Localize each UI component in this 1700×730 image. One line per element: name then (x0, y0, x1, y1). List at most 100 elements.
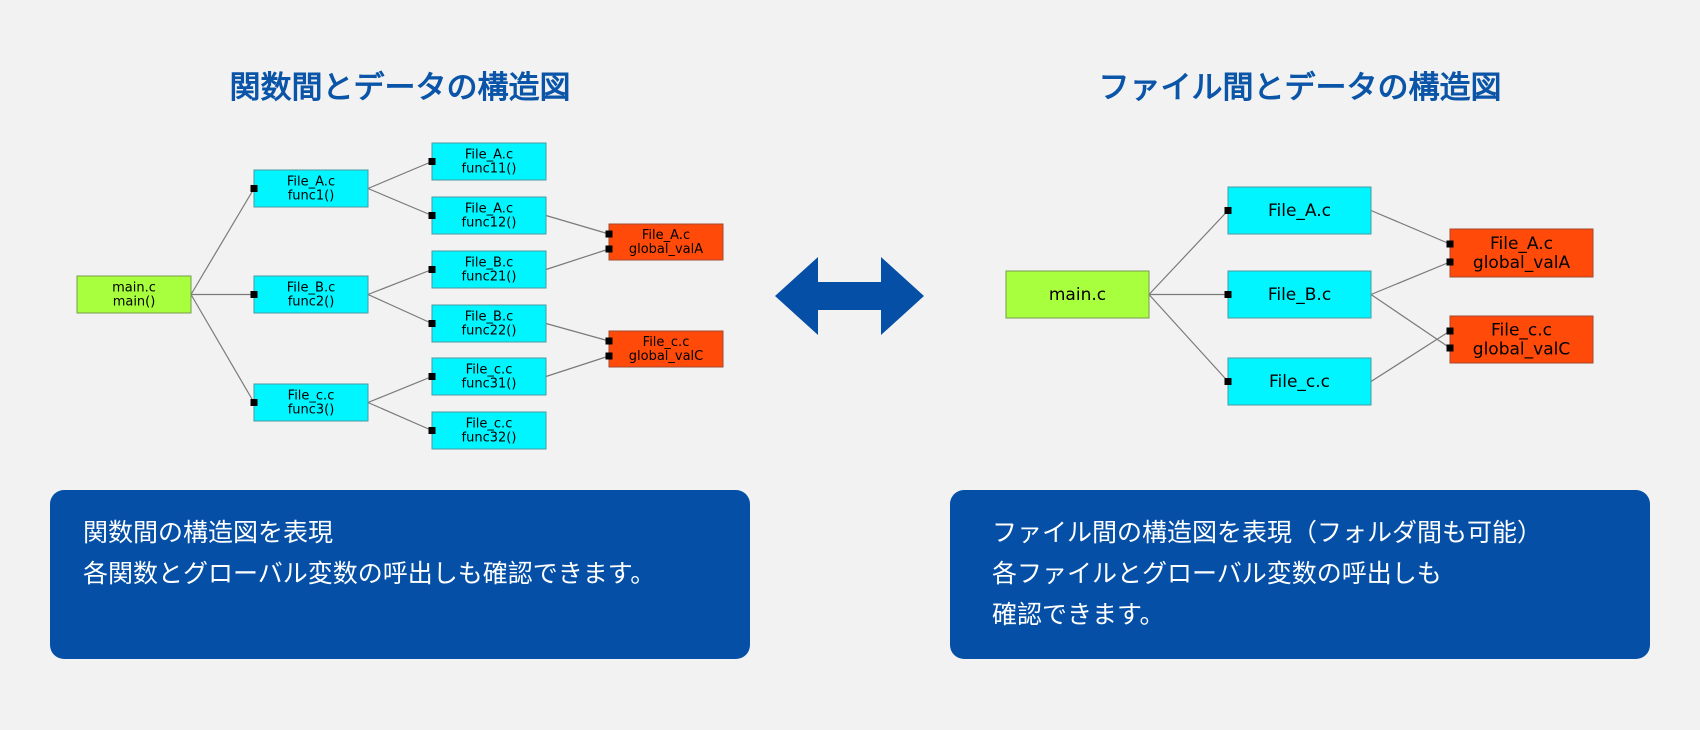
node-label: File_c.c (643, 335, 690, 350)
connector-port (428, 158, 436, 165)
node-label: func22() (462, 323, 517, 338)
call-edge (1148, 294, 1229, 382)
node-label: File_A.c (465, 147, 513, 162)
connector-port (428, 427, 436, 434)
node-box (608, 223, 724, 261)
node-box (253, 169, 369, 208)
node-label: File_c.c (288, 388, 335, 403)
connector-port (1446, 258, 1454, 266)
node-label: File_A.c (465, 201, 513, 216)
node-label: File_c.c (466, 416, 513, 431)
node-label: main.c (112, 280, 156, 295)
right-description-line: ファイル間の構造図を表現（フォルダ間も可能） (992, 518, 1543, 547)
node-box (431, 196, 547, 235)
left-description-line: 関数間の構造図を表現 (83, 518, 334, 547)
node-label: main.c (1049, 285, 1106, 305)
connector-port (1446, 240, 1454, 248)
node-label: global_valC (629, 349, 704, 364)
connector-port (605, 230, 613, 238)
call-edge (545, 214, 610, 235)
call-edge (367, 160, 433, 190)
connector-port (605, 352, 613, 360)
call-edge (367, 187, 433, 217)
left-description-box: 関数間の構造図を表現 各関数とグローバル変数の呼出しも確認できます。 (50, 490, 750, 659)
node-fc[interactable]: File_c.c (1224, 357, 1372, 406)
node-label: func21() (462, 269, 517, 284)
connector-port (605, 245, 613, 253)
right-description-line: 確認できます。 (992, 600, 1165, 629)
call-edge (1370, 209, 1451, 245)
call-edge (1148, 210, 1229, 295)
call-edge (190, 188, 255, 295)
right-diagram-title: ファイル間とデータの構造図 (1098, 70, 1502, 106)
node-fa[interactable]: File_A.c (1224, 186, 1372, 235)
node-box (431, 357, 547, 396)
connector-port (250, 185, 258, 192)
node-label: global_valC (1473, 339, 1570, 359)
node-label: global_valA (629, 242, 703, 257)
node-fb[interactable]: File_B.c (1224, 270, 1372, 319)
node-label: File_B.c (465, 255, 513, 270)
call-edge (545, 248, 610, 271)
node-box (431, 411, 547, 450)
node-box (431, 142, 547, 181)
call-edge (1370, 330, 1451, 383)
left-description-line: 各関数とグローバル変数の呼出しも確認できます。 (83, 559, 656, 588)
right-description-line: 各ファイルとグローバル変数の呼出しも (992, 559, 1442, 588)
call-edge (367, 401, 433, 432)
node-label: File_A.c (287, 174, 335, 189)
node-label: File_B.c (465, 309, 513, 324)
call-edge (190, 294, 255, 403)
node-label: main() (113, 294, 156, 309)
node-label: func3() (288, 402, 335, 417)
node-box (253, 383, 369, 422)
node-box (76, 275, 192, 314)
call-edge (367, 375, 433, 404)
node-label: func1() (288, 188, 335, 203)
connector-port (1446, 327, 1454, 335)
node-label: File_A.c (642, 228, 690, 243)
node-label: File_A.c (1268, 201, 1331, 221)
connector-port (250, 399, 258, 406)
connector-port (1224, 207, 1232, 214)
call-edge (367, 268, 433, 296)
node-label: func2() (288, 294, 335, 309)
connector-port (428, 373, 436, 380)
node-main[interactable]: main.c (1005, 270, 1150, 319)
node-label: global_valA (1473, 253, 1571, 273)
left-diagram-title: 関数間とデータの構造図 (229, 70, 571, 106)
node-box (608, 330, 724, 368)
node-box (1005, 270, 1150, 319)
node-label: func31() (462, 376, 517, 391)
node-box (1227, 357, 1372, 406)
call-edge (545, 355, 610, 378)
right-description-box: ファイル間の構造図を表現（フォルダ間も可能） 各ファイルとグローバル変数の呼出し… (950, 490, 1650, 659)
call-edge (1370, 261, 1451, 296)
node-label: File_B.c (1268, 285, 1331, 305)
node-box (431, 304, 547, 343)
connector-port (1224, 378, 1232, 385)
node-box (1449, 228, 1594, 278)
node-box (1449, 315, 1594, 364)
node-label: File_c.c (466, 362, 513, 377)
connector-port (428, 320, 436, 327)
node-label: func11() (462, 161, 517, 176)
node-box (431, 250, 547, 289)
